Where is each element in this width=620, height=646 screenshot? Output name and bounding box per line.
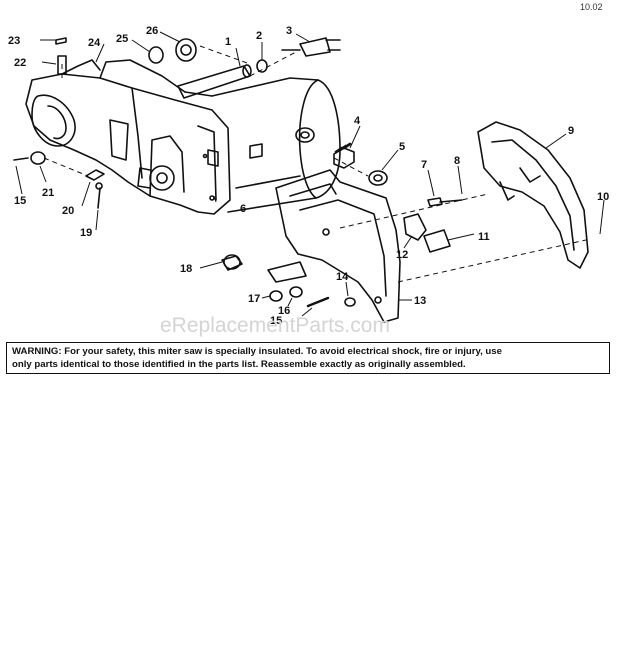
- washer-17: [269, 290, 283, 302]
- callout-15-left: 15: [14, 195, 26, 207]
- callout-7: 7: [421, 159, 427, 171]
- washer-16: [289, 286, 303, 298]
- nut-14: [344, 297, 356, 307]
- callout-9: 9: [568, 125, 574, 137]
- callout-labels: 1 2 3 4 5 6 7 8 9 10 11 12 13 14 15 15 1…: [8, 25, 609, 327]
- callout-21: 21: [42, 187, 54, 199]
- callout-5: 5: [399, 141, 405, 153]
- callout-14: 14: [336, 271, 349, 283]
- callout-25: 25: [116, 33, 128, 45]
- callout-24: 24: [88, 37, 101, 49]
- bearing: [175, 38, 197, 62]
- warning-line-1: WARNING: For your safety, this miter saw…: [12, 345, 604, 358]
- warning-text-1: For your safety, this miter saw is speci…: [64, 346, 502, 357]
- callout-17: 17: [248, 293, 260, 305]
- callout-6: 6: [240, 203, 246, 215]
- washer-25: [148, 46, 164, 64]
- exploded-parts-diagram: 1 2 3 4 5 6 7 8 9 10 11 12 13 14 15 15 1…: [8, 2, 609, 337]
- warning-box: WARNING: For your safety, this miter saw…: [6, 342, 610, 374]
- motor-housing: [25, 59, 231, 215]
- warning-label: WARNING:: [12, 346, 62, 357]
- small-hardware: [13, 37, 105, 209]
- callout-23: 23: [8, 35, 20, 47]
- callout-26: 26: [146, 25, 158, 37]
- screw-15: [306, 296, 330, 308]
- brush-holder: [333, 142, 355, 169]
- motor-can: [184, 77, 341, 213]
- warning-text-2: only parts identical to those identified…: [12, 359, 466, 370]
- callout-16: 16: [278, 305, 290, 317]
- callout-15-bottom: 15: [270, 315, 282, 327]
- handle: [477, 121, 589, 269]
- knob: [221, 254, 243, 271]
- label-plate: [267, 261, 307, 283]
- callout-20: 20: [62, 205, 74, 217]
- callout-4: 4: [354, 115, 361, 127]
- assembly-lines: [43, 45, 587, 283]
- callout-12: 12: [396, 249, 408, 261]
- callout-1: 1: [225, 36, 231, 48]
- callout-2: 2: [256, 30, 262, 42]
- brush-cap: [368, 170, 388, 186]
- callout-18: 18: [180, 263, 192, 275]
- watermark: eReplacementParts.com: [160, 314, 390, 337]
- callout-10: 10: [597, 191, 609, 203]
- switch-trigger: [403, 197, 463, 253]
- callout-19: 19: [80, 227, 92, 239]
- leader-lines: [15, 31, 605, 317]
- callout-22: 22: [14, 57, 26, 69]
- end-plate: [275, 169, 401, 323]
- callout-11: 11: [478, 231, 490, 243]
- corner-code: 10.02: [580, 2, 603, 12]
- plug: [281, 37, 341, 57]
- callout-13: 13: [414, 295, 426, 307]
- callout-3: 3: [286, 25, 292, 37]
- callout-8: 8: [454, 155, 460, 167]
